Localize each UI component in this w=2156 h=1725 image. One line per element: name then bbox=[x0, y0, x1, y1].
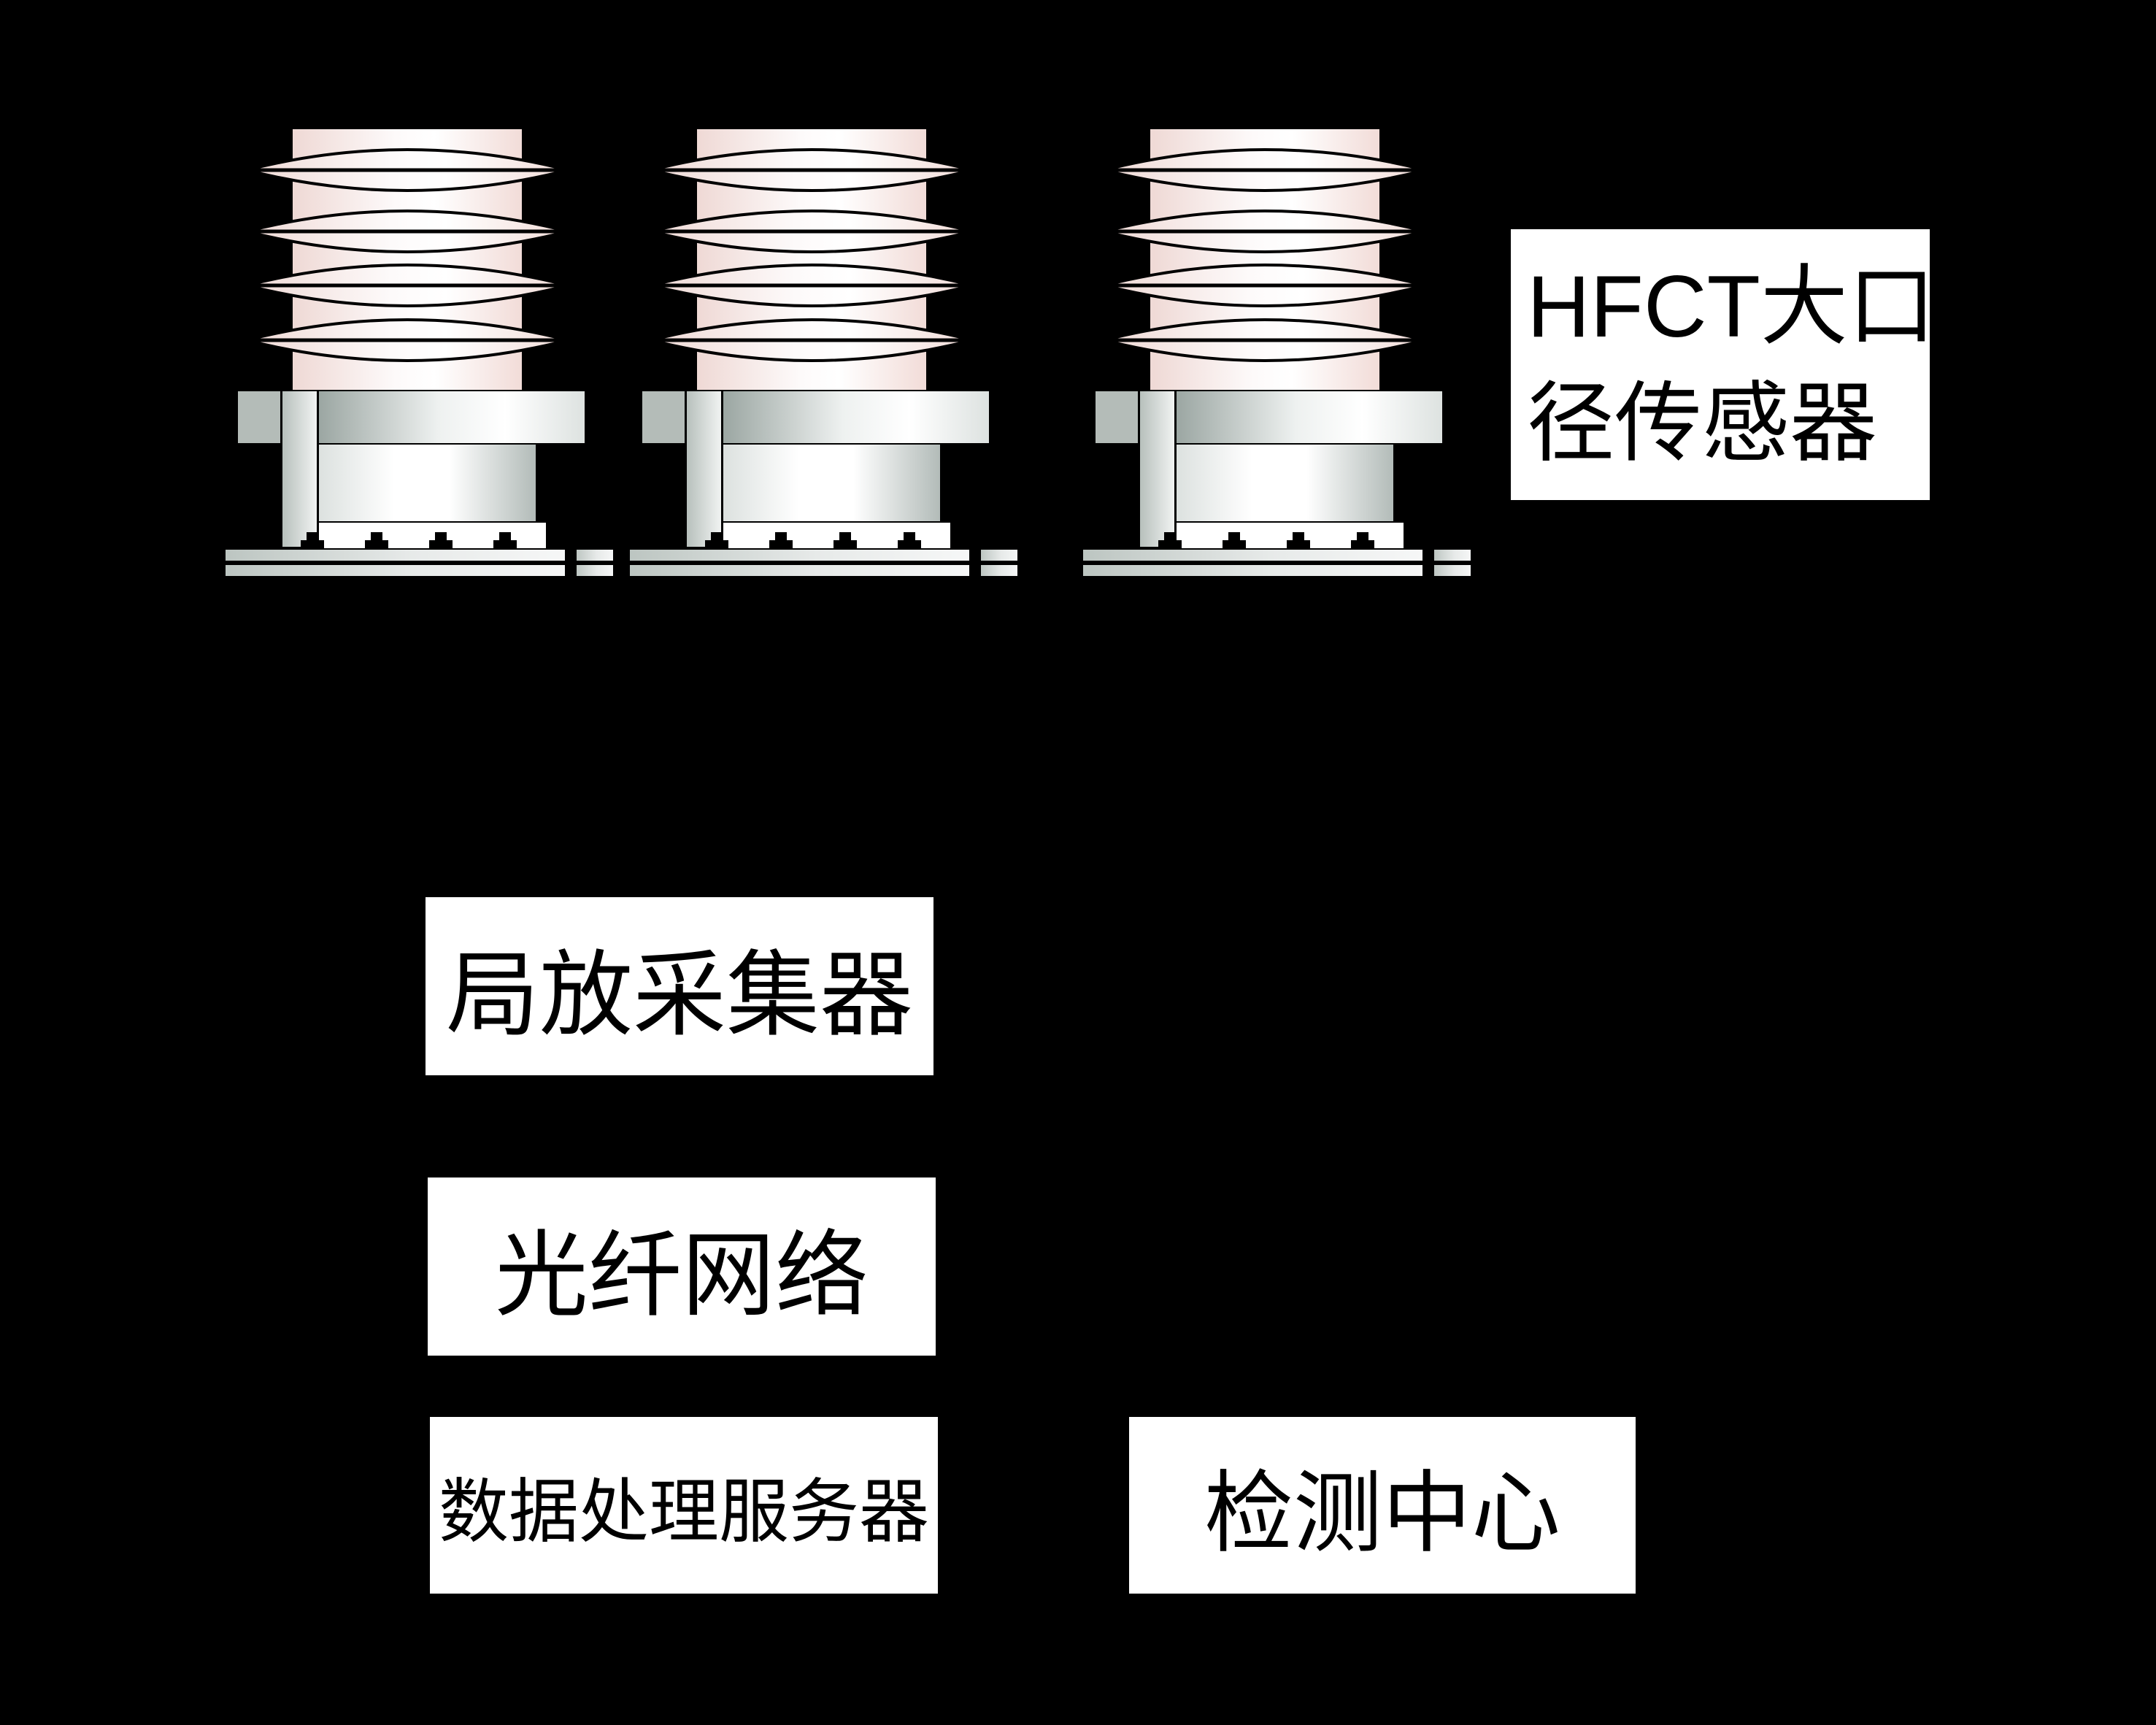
hfct-sensor-insulator-1 bbox=[225, 129, 616, 577]
hfct-sensor-label-line2: 径传感器 bbox=[1527, 374, 1877, 472]
node-pd-collector: 局放采集器 bbox=[426, 897, 933, 1075]
hfct-sensor-label-line1: HFCT大口 bbox=[1527, 257, 1936, 356]
hfct-sensor-insulator-2 bbox=[629, 129, 1020, 577]
node-monitoring-center-label: 检测中心 bbox=[1204, 1463, 1560, 1563]
node-data-server-label: 数据处理服务器 bbox=[439, 1472, 929, 1551]
hfct-sensor-insulator-3 bbox=[1082, 129, 1474, 577]
node-data-server: 数据处理服务器 bbox=[430, 1417, 938, 1594]
node-monitoring-center: 检测中心 bbox=[1129, 1417, 1636, 1594]
node-fiber-network: 光纤网络 bbox=[428, 1177, 936, 1356]
node-fiber-network-label: 光纤网络 bbox=[494, 1223, 869, 1328]
node-pd-collector-label: 局放采集器 bbox=[445, 942, 913, 1048]
hfct-sensor-label: HFCT大口 径传感器 bbox=[1511, 229, 1936, 500]
